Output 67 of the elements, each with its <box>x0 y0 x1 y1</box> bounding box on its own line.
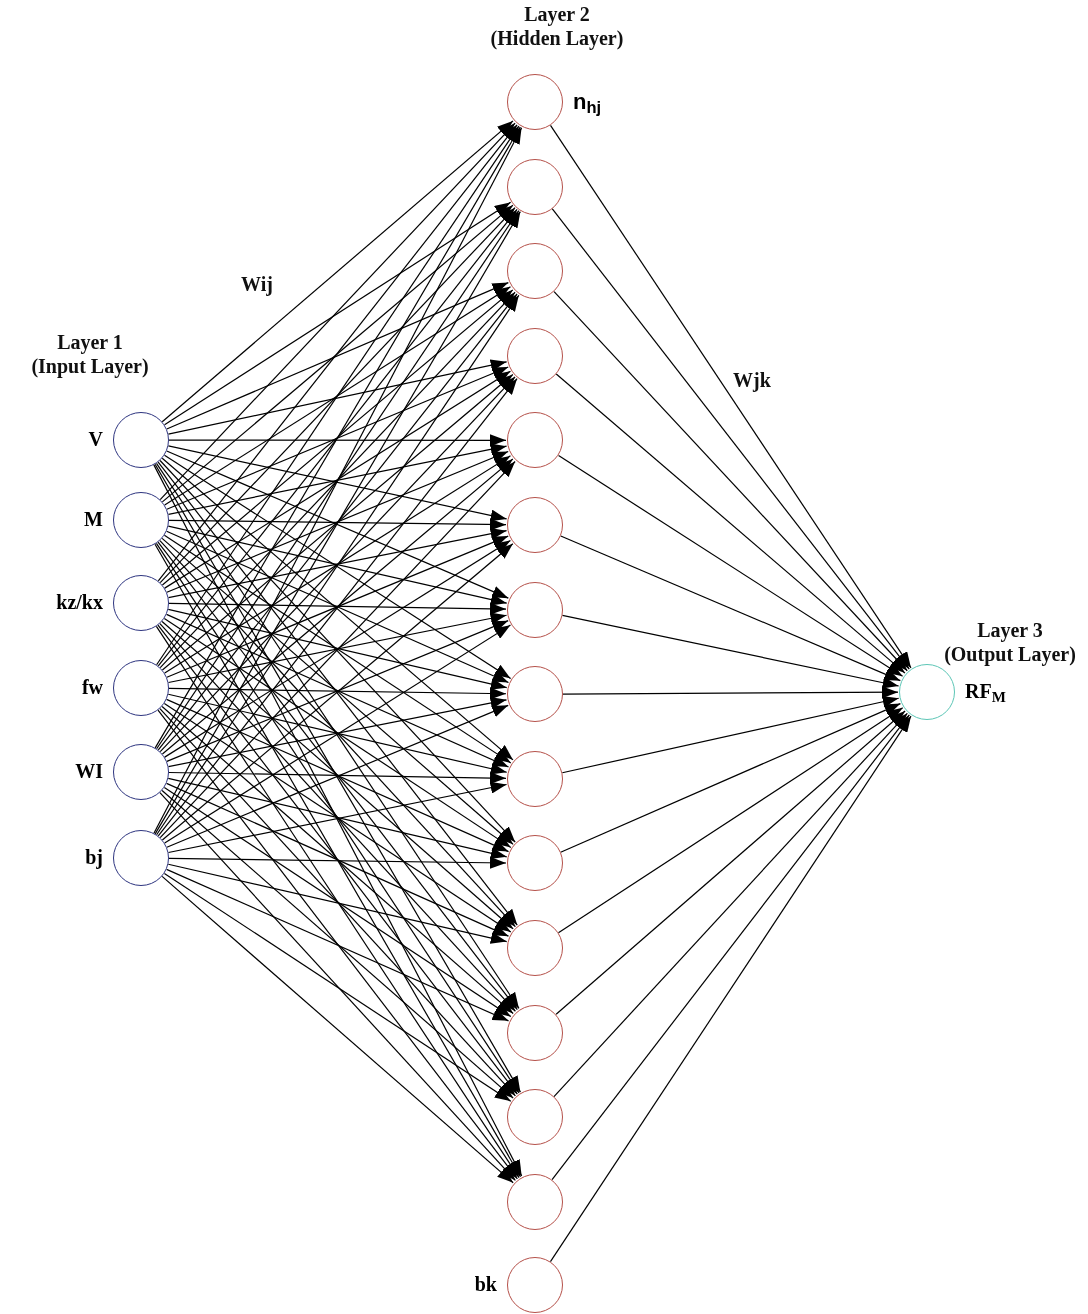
arrow <box>159 207 516 584</box>
arrow <box>166 282 509 430</box>
arrow <box>168 771 507 784</box>
arrow <box>157 293 518 751</box>
arrow <box>161 875 514 1184</box>
arrow <box>553 712 908 1098</box>
arrow <box>549 715 912 1263</box>
arrow <box>159 708 516 1097</box>
arrow <box>163 201 512 426</box>
neuron-label: V <box>88 429 103 449</box>
arrow <box>557 454 904 677</box>
neuron-label: RF$_{M}$ <box>965 681 1006 701</box>
arrow <box>555 373 906 674</box>
arrow <box>157 124 518 582</box>
layer-heading: Layer 3 (Output Layer) <box>943 618 1077 666</box>
arrow <box>161 705 514 1015</box>
arrow <box>553 291 908 672</box>
arrow <box>167 863 508 944</box>
layer-heading: Layer 2 (Hidden Layer) <box>489 2 625 50</box>
arrow <box>161 120 514 423</box>
arrow <box>168 518 507 531</box>
arrow <box>159 376 516 753</box>
arrow <box>557 707 904 934</box>
arrow <box>163 702 512 933</box>
arrow <box>157 378 518 837</box>
arrow <box>157 541 518 1011</box>
arrow <box>551 714 910 1181</box>
weight-label: Wjk <box>732 368 772 392</box>
arrow <box>161 373 514 671</box>
arrow <box>164 370 512 589</box>
arrow <box>561 695 900 774</box>
arrow <box>562 686 899 699</box>
arrow <box>159 540 516 928</box>
arrow <box>168 434 507 447</box>
neuron-label: M <box>84 509 103 529</box>
neuron-label: bk <box>474 1274 497 1294</box>
neuron-label: bj <box>85 847 103 867</box>
arrow <box>561 614 900 689</box>
neuron-label: WI <box>75 761 103 781</box>
arrow <box>168 856 507 869</box>
arrow <box>560 535 901 682</box>
arrow <box>157 208 518 667</box>
arrow <box>161 789 514 1099</box>
arrow <box>167 359 508 435</box>
arrow <box>161 204 514 503</box>
arrow <box>163 872 512 1102</box>
arrow <box>168 602 507 615</box>
arrow <box>549 124 912 669</box>
arrow <box>161 289 514 586</box>
arrow <box>164 286 512 506</box>
arrow <box>159 122 516 501</box>
arrow <box>157 624 518 1095</box>
arrow <box>159 623 516 1012</box>
arrow <box>555 710 906 1015</box>
arrow <box>163 786 512 1018</box>
neuron-label: fw <box>81 677 103 697</box>
arrow <box>157 461 518 926</box>
weight-label: Wij <box>240 272 274 296</box>
arrow <box>159 792 516 1181</box>
layer-heading: Layer 1 (Input Layer) <box>30 330 150 378</box>
arrow <box>168 687 507 700</box>
arrow <box>166 366 509 510</box>
neuron-label: kz/kx <box>56 592 103 612</box>
arrow <box>159 291 516 669</box>
arrow <box>157 709 518 1180</box>
arrow <box>551 208 910 670</box>
arrow <box>161 620 514 930</box>
